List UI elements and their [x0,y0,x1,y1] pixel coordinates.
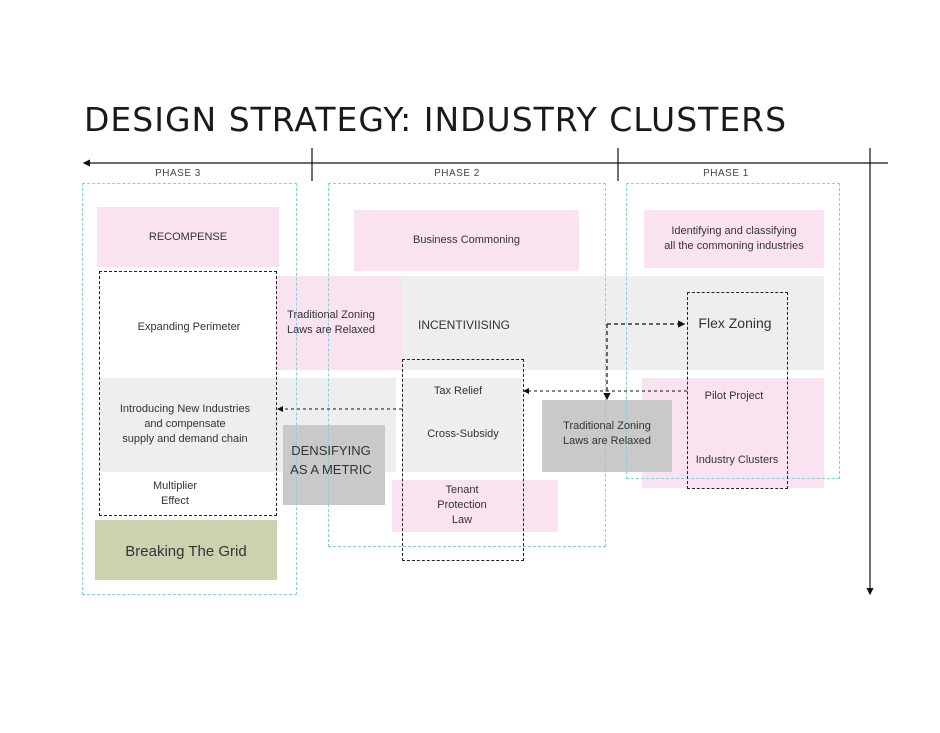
densifying-box [283,425,385,505]
incentivising-label: INCENTIVIISING [417,317,510,332]
tenant-protection-label: Tenant Protection Law [437,483,487,526]
zoning-relaxed-1-fill [276,276,402,370]
pilot-project-box [642,378,824,488]
zoning-relaxed-1-label: Traditional Zoning Laws are Relaxed [286,309,376,336]
zoning-relaxed-2-box [542,400,672,472]
tenant-box [392,480,558,532]
identifying-label: Identifying and classifying all the comm… [664,225,804,252]
introducing-label: Introducing New Industries and compensat… [119,402,251,445]
business-commoning-box [354,210,579,271]
multiplier-effect-label: Multiplier Effect [152,480,197,507]
page-title: DESIGN STRATEGY: INDUSTRY CLUSTERS [84,100,788,139]
phase-2-column [328,183,606,547]
zoning-relaxed-2-label: Traditional Zoning Laws are Relaxed [562,420,652,447]
flex-zoning-label: Flex Zoning [698,314,772,331]
phase-3-column [82,183,297,595]
recompense-group [99,271,277,516]
phase-3-label: PHASE 3 [155,168,201,179]
recompense-box [97,207,279,267]
phase-1-label: PHASE 1 [703,168,749,179]
expanding-perimeter-label: Expanding Perimeter [137,320,241,333]
flex-zoning-group [687,292,788,489]
tax-relief-label: Tax Relief [433,384,483,397]
pilot-project-label: Pilot Project [704,389,764,402]
breaking-the-grid-label: Breaking The Grid [125,542,247,560]
breaking-the-grid-box [95,520,277,580]
industry-clusters-label: Industry Clusters [695,453,779,466]
phase-1-column [626,183,840,479]
densifying-label: DENSIFYING AS A METRIC [290,443,372,477]
recompense-label: RECOMPENSE [148,230,228,243]
phase-2-label: PHASE 2 [434,168,480,179]
business-commoning-label: Business Commoning [413,234,520,246]
cross-subsidy-label: Cross-Subsidy [427,427,499,440]
identifying-box [644,210,824,268]
tax-relief-band [402,378,522,472]
tax-group [402,359,524,561]
